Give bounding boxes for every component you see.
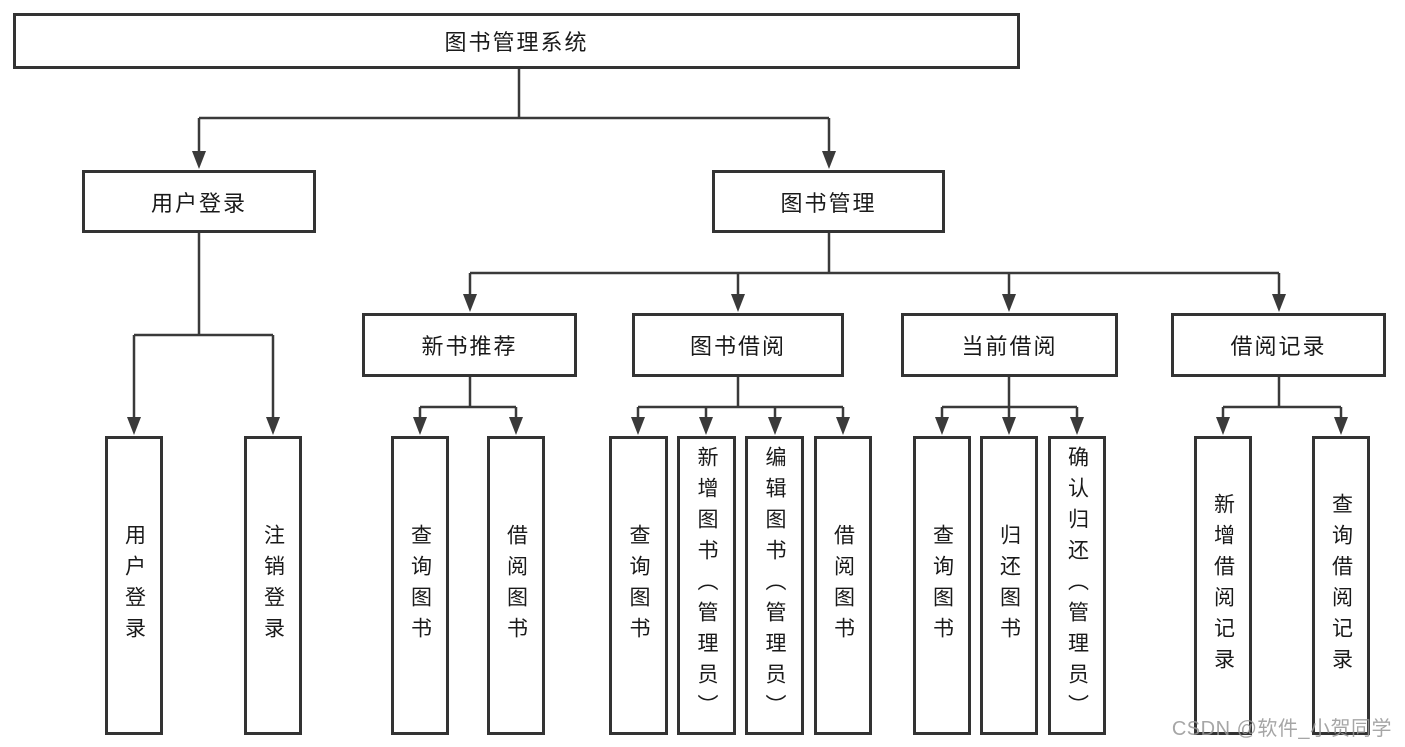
arrowheads: [127, 151, 1348, 435]
node-current-borrow: 当前借阅: [901, 313, 1118, 377]
leaf-logout: 注销登录: [244, 436, 302, 735]
leaf-bb-borrow-books-label: 借阅图书: [831, 523, 855, 648]
node-book-borrow: 图书借阅: [632, 313, 844, 377]
leaf-nbr-query-books-label: 查询图书: [408, 523, 432, 648]
leaf-bb-edit-books-admin-label: 编辑图书（管理员）: [763, 446, 786, 725]
node-new-book-recommend: 新书推荐: [362, 313, 577, 377]
leaf-bb-query-books: 查询图书: [609, 436, 668, 735]
node-book-management: 图书管理: [712, 170, 945, 233]
leaf-br-query-record: 查询借阅记录: [1312, 436, 1370, 735]
leaf-cb-return-books-label: 归还图书: [997, 523, 1021, 648]
leaf-nbr-query-books: 查询图书: [391, 436, 449, 735]
leaf-logout-label: 注销登录: [261, 523, 285, 648]
leaf-cb-query-books-label: 查询图书: [930, 523, 954, 648]
node-borrow-records: 借阅记录: [1171, 313, 1386, 377]
leaf-user-login: 用户登录: [105, 436, 163, 735]
leaf-bb-add-books-admin-label: 新增图书（管理员）: [695, 446, 718, 725]
leaf-cb-return-books: 归还图书: [980, 436, 1038, 735]
leaf-bb-edit-books-admin: 编辑图书（管理员）: [745, 436, 804, 735]
leaf-nbr-borrow-books: 借阅图书: [487, 436, 545, 735]
node-root: 图书管理系统: [13, 13, 1020, 69]
leaf-bb-borrow-books: 借阅图书: [814, 436, 872, 735]
leaf-bb-query-books-label: 查询图书: [627, 523, 650, 648]
leaf-user-login-label: 用户登录: [122, 523, 146, 648]
leaf-br-add-record: 新增借阅记录: [1194, 436, 1252, 735]
leaf-br-query-record-label: 查询借阅记录: [1329, 492, 1353, 679]
leaf-cb-query-books: 查询图书: [913, 436, 971, 735]
watermark: CSDN @软件_小贺同学: [1171, 718, 1392, 740]
leaf-cb-confirm-return-admin-label: 确认归还（管理员）: [1065, 446, 1089, 725]
node-user-login: 用户登录: [82, 170, 316, 233]
leaf-bb-add-books-admin: 新增图书（管理员）: [677, 436, 736, 735]
leaf-br-add-record-label: 新增借阅记录: [1211, 492, 1235, 679]
leaf-nbr-borrow-books-label: 借阅图书: [504, 523, 528, 648]
leaf-cb-confirm-return-admin: 确认归还（管理员）: [1048, 436, 1106, 735]
